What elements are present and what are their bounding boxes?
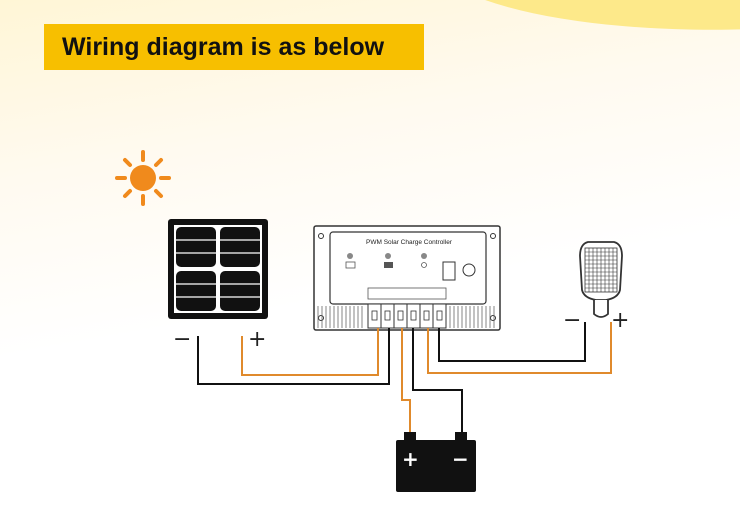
controller-label: PWM Solar Charge Controller [366, 239, 453, 246]
panel-plus-sign: + [248, 327, 266, 352]
sun-icon [115, 150, 171, 206]
battery-minus-sign: − [452, 447, 469, 471]
charge-controller-icon: PWM Solar Charge Controller [313, 225, 501, 331]
wire-battery-negative [412, 328, 463, 432]
status-led-solar [345, 253, 356, 269]
wire-lamp-negative [438, 322, 586, 362]
wire-panel-positive [241, 328, 379, 376]
heat-sink-right [449, 306, 495, 328]
heat-sink-left [317, 306, 363, 328]
wire-lamp-positive [427, 322, 612, 374]
display-window [442, 261, 456, 281]
status-led-battery [384, 253, 393, 268]
setting-button[interactable] [462, 263, 476, 277]
wire-panel-negative [197, 328, 390, 385]
panel-minus-sign: − [173, 327, 191, 352]
battery-plus-sign: + [402, 447, 419, 471]
wire-battery-positive [401, 328, 411, 432]
title-banner: Wiring diagram is as below [44, 24, 424, 70]
street-lamp-icon [579, 241, 623, 318]
status-led-load [421, 253, 427, 268]
page-title: Wiring diagram is as below [62, 32, 385, 61]
solar-panel-icon [168, 219, 268, 319]
lamp-minus-sign: − [563, 308, 581, 333]
terminal-block [367, 303, 447, 329]
terminal-labels [367, 287, 447, 300]
lamp-plus-sign: + [611, 308, 629, 333]
battery-icon: + − [396, 432, 476, 492]
